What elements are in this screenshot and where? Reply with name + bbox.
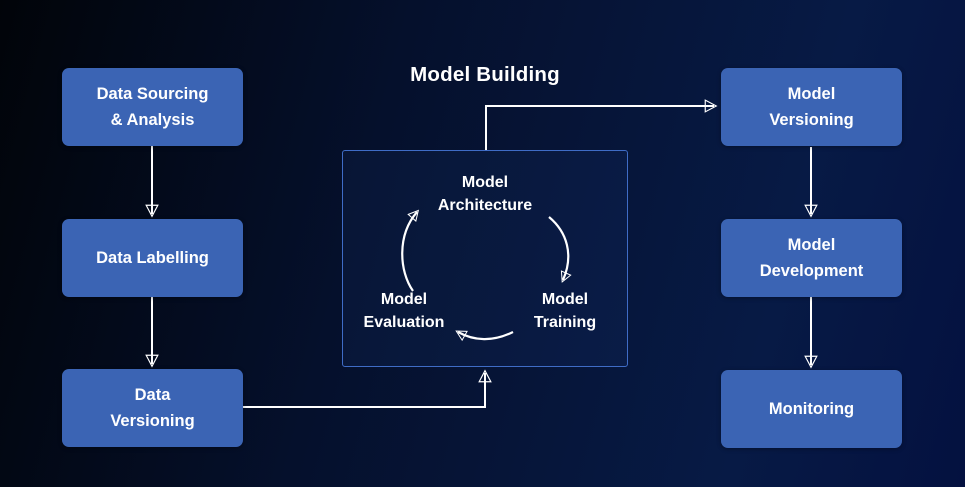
node-data-versioning: Data Versioning [62,369,243,447]
node-model-development: Model Development [721,219,902,297]
arrow-cyclebox-to-model-versioning [485,106,714,150]
node-model-versioning: Model Versioning [721,68,902,146]
model-building-cycle-box: Model Architecture Model Training Model … [342,150,628,367]
node-monitoring: Monitoring [721,370,902,448]
arrow-evaluation-to-architecture [401,212,417,292]
cycle-step-model-training: Model Training [533,291,597,332]
cycle-arrows [401,151,629,368]
cycle-step-model-evaluation: Model Evaluation [363,291,445,332]
model-building-title: Model Building [410,63,560,86]
cycle-step-model-architecture: Model Architecture [437,174,533,215]
node-data-labelling: Data Labelling [62,219,243,297]
arrow-architecture-to-training [548,216,568,280]
arrow-data-versioning-to-cyclebox [243,373,485,408]
node-data-sourcing-analysis: Data Sourcing & Analysis [62,68,243,146]
arrow-training-to-evaluation [458,332,514,339]
